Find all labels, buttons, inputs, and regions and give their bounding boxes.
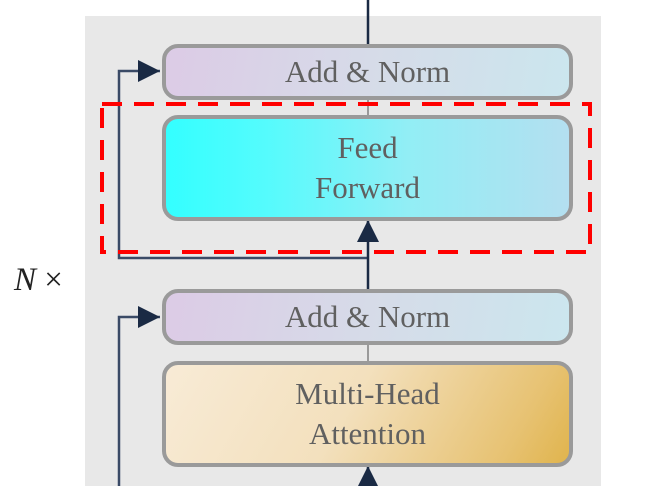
feed-forward-highlight-box	[100, 102, 592, 254]
add-norm-label: Add & Norm	[284, 298, 451, 334]
residual-arrow-ff	[117, 60, 368, 260]
multi-head-attention-block: Multi-Head Attention	[162, 361, 573, 467]
residual-arrow-mha	[117, 306, 160, 486]
add-norm-block-bottom: Add & Norm	[162, 289, 573, 345]
repeat-operator: ×	[44, 262, 63, 298]
repeat-symbol: N	[14, 262, 37, 298]
mha-label-line2: Attention	[308, 416, 427, 451]
feed-forward-label-line1: Feed	[337, 129, 398, 165]
mha-label-line1: Multi-Head	[295, 375, 440, 411]
feed-forward-label-line2: Forward	[314, 170, 421, 205]
repeat-n-times-label: N ×	[14, 262, 63, 299]
feed-forward-block: Feed Forward	[162, 115, 573, 221]
add-norm-block-top: Add & Norm	[162, 44, 573, 100]
add-norm-label: Add & Norm	[284, 53, 451, 89]
